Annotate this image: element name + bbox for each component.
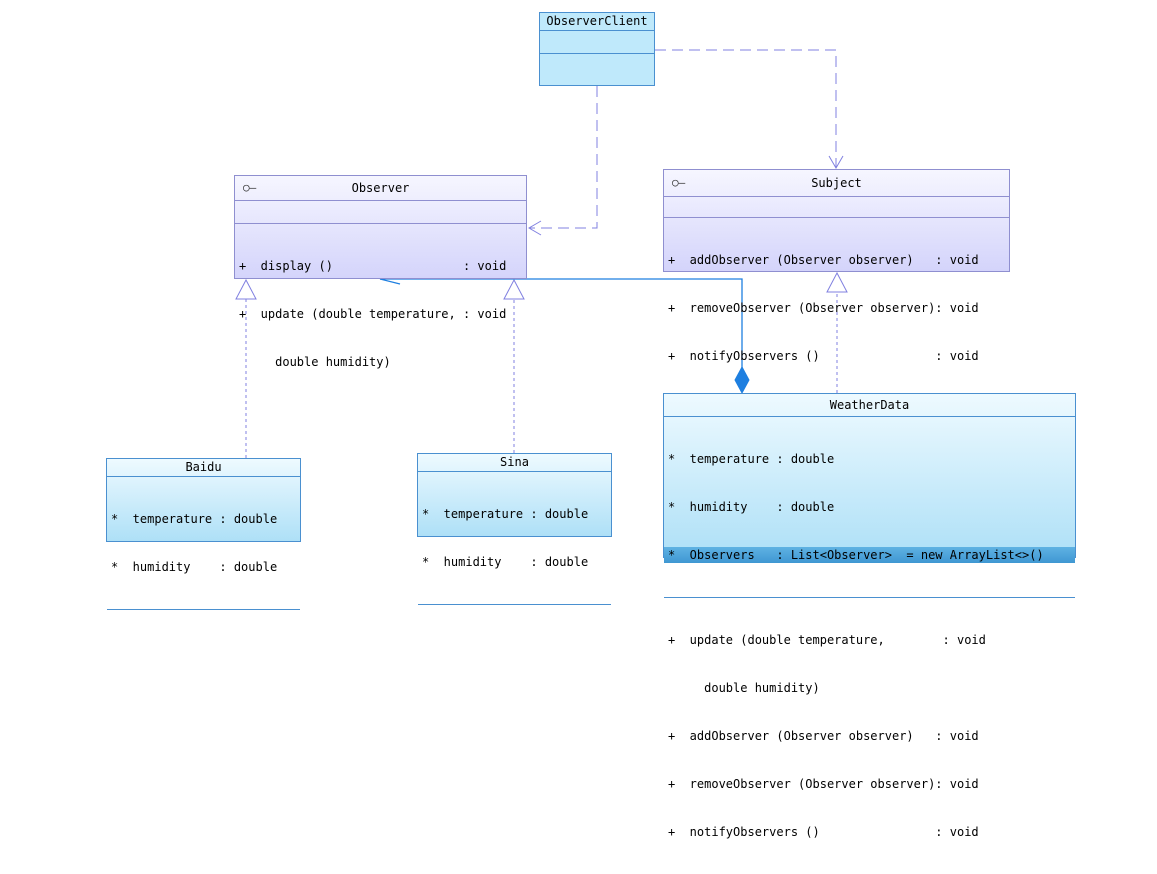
observer-client-class[interactable]: ObserverClient	[539, 12, 655, 86]
attributes-section: * temperature : double * humidity : doub…	[107, 476, 300, 609]
interface-lollipop-icon: ○—	[672, 176, 686, 189]
attributes-section	[540, 30, 654, 53]
class-name: Baidu	[185, 460, 222, 474]
dependency-client-observer	[530, 86, 598, 229]
realization-arrowhead-sina	[503, 278, 525, 300]
dependency-client-subject	[655, 49, 837, 168]
methods-section	[418, 604, 611, 627]
attribute-humidity: * humidity : double	[422, 555, 589, 569]
method-update-continued: double humidity)	[239, 355, 391, 369]
class-name: ObserverClient	[546, 14, 648, 28]
method-remove-observer: + removeObserver (Observer observer): vo…	[668, 301, 979, 315]
class-name: WeatherData	[829, 398, 910, 412]
attributes-section	[664, 196, 1009, 217]
observer-interface[interactable]: ○— Observer + display () : void + update…	[234, 175, 527, 369]
weatherdata-class[interactable]: WeatherData * temperature : double * hum…	[663, 393, 1076, 839]
relationship-lines	[235, 49, 848, 458]
dependency-arrowhead-observer	[528, 220, 542, 236]
realization-arrowhead-baidu	[235, 278, 257, 300]
attribute-temperature: * temperature : double	[111, 512, 278, 526]
interface-lollipop-icon: ○—	[243, 181, 257, 194]
class-name: Subject	[811, 176, 862, 190]
method-update-continued: double humidity)	[668, 681, 820, 695]
methods-section	[107, 609, 300, 632]
methods-section: + addObserver (Observer observer) : void…	[664, 217, 1009, 398]
method-update: + update (double temperature, : void	[668, 633, 986, 647]
attribute-temperature: * temperature : double	[422, 507, 589, 521]
dependency-arrowhead-subject	[828, 155, 844, 169]
method-add-observer: + addObserver (Observer observer) : void	[668, 729, 979, 743]
class-name: Sina	[500, 455, 529, 469]
method-remove-observer: + removeObserver (Observer observer): vo…	[668, 777, 979, 791]
attribute-temperature: * temperature : double	[668, 452, 835, 466]
methods-section	[540, 53, 654, 84]
method-display: + display () : void	[239, 259, 507, 273]
composition-weatherdata-observer	[380, 278, 743, 368]
class-name: Observer	[351, 181, 410, 195]
composition-line-tail	[379, 278, 401, 285]
method-notify-observers: + notifyObservers () : void	[668, 825, 979, 839]
attributes-section	[235, 200, 526, 223]
realization-arrowhead-weatherdata	[826, 271, 848, 293]
attributes-section: * temperature : double * humidity : doub…	[418, 471, 611, 604]
methods-section: + update (double temperature, : void dou…	[664, 597, 1075, 874]
sina-class[interactable]: Sina * temperature : double * humidity :…	[417, 453, 612, 605]
class-header: ○— Observer	[235, 176, 526, 200]
method-notify-observers: + notifyObservers () : void	[668, 349, 979, 363]
method-update: + update (double temperature, : void	[239, 307, 507, 321]
methods-section: + display () : void + update (double tem…	[235, 223, 526, 404]
attribute-observers: * Observers : List<Observer> = new Array…	[664, 547, 1075, 563]
attributes-section: * temperature : double * humidity : doub…	[664, 416, 1075, 597]
attribute-humidity: * humidity : double	[668, 500, 835, 514]
class-header: ○— Subject	[664, 170, 1009, 196]
baidu-class[interactable]: Baidu * temperature : double * humidity …	[106, 458, 301, 610]
method-add-observer: + addObserver (Observer observer) : void	[668, 253, 979, 267]
attribute-humidity: * humidity : double	[111, 560, 278, 574]
subject-interface[interactable]: ○— Subject + addObserver (Observer obser…	[663, 169, 1010, 363]
